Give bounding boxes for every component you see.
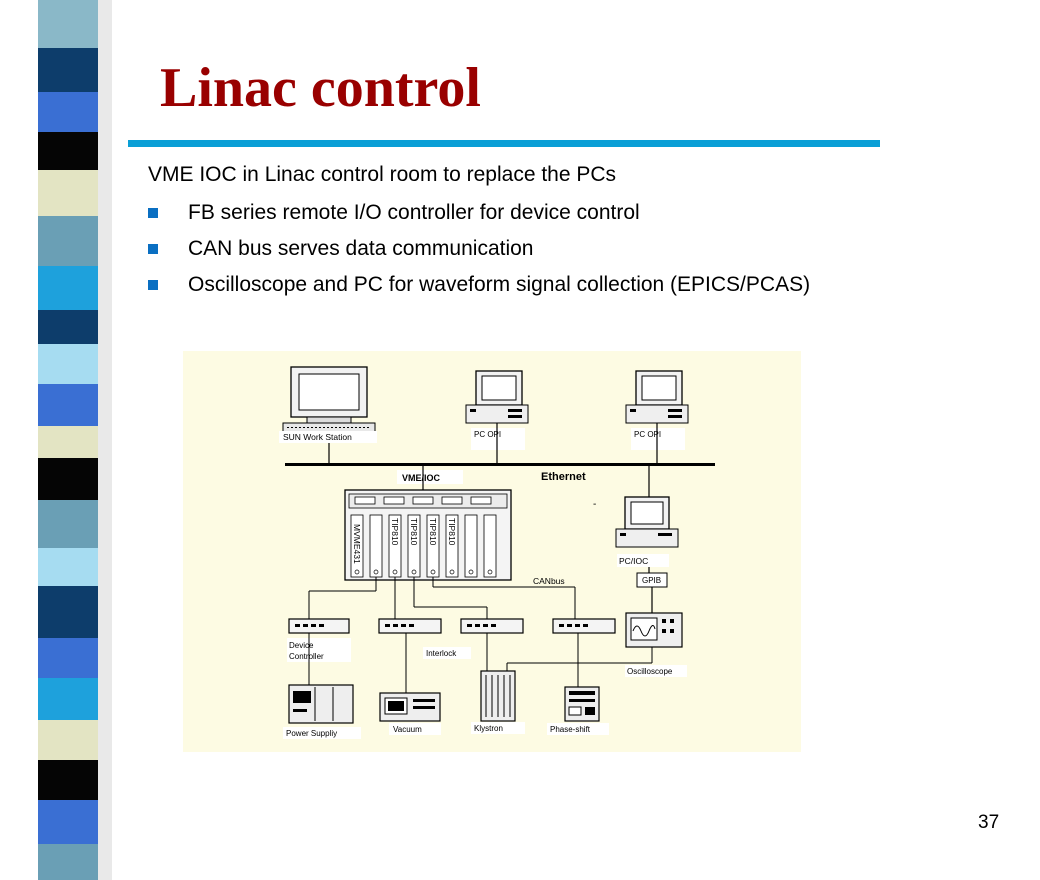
interlock-controller-box — [460, 618, 524, 634]
bullet-item: CAN bus serves data communication — [148, 236, 848, 261]
gpib-label: GPIB — [642, 576, 661, 585]
phase-shift-label: Phase-shift — [550, 725, 591, 734]
oscilloscope-label: Oscilloscope — [627, 667, 673, 676]
bullet-item: FB series remote I/O controller for devi… — [148, 200, 848, 225]
vacuum-label: Vacuum — [393, 725, 422, 734]
sun-workstation-icon — [282, 366, 376, 433]
square-bullet-icon — [148, 208, 158, 218]
vme-ioc-label: VME/IOC — [402, 473, 441, 483]
ethernet-bus — [285, 463, 715, 466]
pc-ioc-label: PC/IOC — [619, 556, 648, 566]
square-bullet-icon — [148, 244, 158, 254]
page-number: 37 — [978, 812, 1000, 833]
module-tip810-label: TIP810 — [447, 518, 457, 546]
klystron-label: Klystron — [474, 724, 503, 733]
square-bullet-icon — [148, 280, 158, 290]
power-supply-icon — [288, 684, 354, 724]
oscilloscope-icon — [625, 612, 683, 648]
module-mvme431-label: MVME431 — [352, 524, 362, 564]
ethernet-label: Ethernet — [541, 471, 586, 483]
left-decorative-stripe — [38, 0, 112, 880]
bullet-text: CAN bus serves data communication — [188, 237, 534, 260]
dash-mark: - — [593, 499, 596, 510]
pc-opi-1-icon — [465, 370, 529, 424]
pc-opi-2-label: PC OPI — [634, 430, 661, 439]
pc-ioc-icon — [615, 496, 679, 548]
canbus-label: CANbus — [533, 576, 565, 586]
vme-crate — [344, 489, 512, 581]
device-controller-label: Controller — [289, 652, 324, 661]
vacuum-icon — [379, 692, 441, 722]
bullet-item: Oscilloscope and PC for waveform signal … — [148, 272, 848, 297]
slide-title: Linac control — [160, 57, 481, 119]
linac-control-diagram: SUN Work Station PC OPI PC OPI Ethernet … — [183, 351, 801, 752]
interlock-label: Interlock — [426, 649, 457, 658]
bullet-text: Oscilloscope and PC for waveform signal … — [188, 273, 811, 296]
pc-opi-1-label: PC OPI — [474, 430, 501, 439]
device-controller-box — [288, 618, 350, 634]
intro-text: VME IOC in Linac control room to replace… — [148, 163, 617, 186]
device-controller-label: Device — [289, 641, 314, 650]
phase-shift-controller-box — [552, 618, 616, 634]
bullet-text: FB series remote I/O controller for devi… — [188, 201, 640, 224]
klystron-icon — [480, 670, 516, 722]
title-underline — [128, 140, 880, 147]
module-tip810-label: TIP810 — [428, 518, 438, 546]
sun-workstation-label: SUN Work Station — [283, 432, 352, 442]
bullet-list: FB series remote I/O controller for devi… — [148, 200, 848, 308]
power-supply-label: Power Suppliy — [286, 729, 337, 738]
module-tip810-label: TIP810 — [409, 518, 419, 546]
phase-shift-icon — [564, 686, 600, 722]
vacuum-controller-box — [378, 618, 442, 634]
module-tip810-label: TIP810 — [390, 518, 400, 546]
